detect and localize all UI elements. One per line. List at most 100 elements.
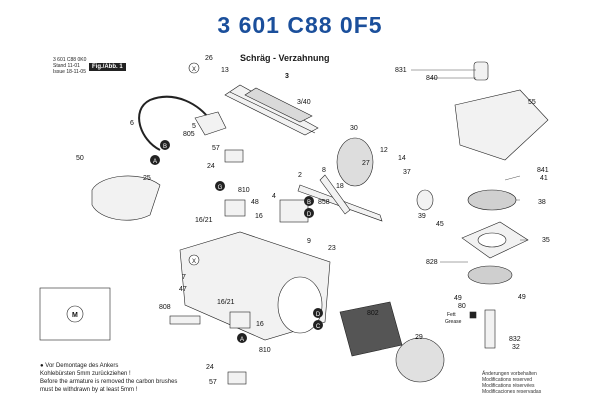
rights-fr: Modifications réservées — [482, 383, 535, 389]
plug-part — [194, 111, 227, 136]
callout-38: 38 — [538, 199, 546, 206]
svg-text:X: X — [192, 259, 196, 265]
modifications-reserved: Änderungen vorbehalten Modifications res… — [482, 371, 541, 395]
marker-g: G — [215, 181, 225, 191]
motor-symbol-label: M — [72, 312, 78, 319]
grease-label-en: Grease — [445, 319, 462, 325]
marker-x2: X — [188, 254, 200, 266]
callout-2: 2 — [298, 172, 302, 179]
svg-text:G: G — [218, 185, 223, 191]
callout-802: 802 — [367, 310, 379, 317]
svg-text:X: X — [192, 67, 196, 73]
callout-25: 25 — [143, 175, 151, 182]
stand-row: Stand 11-01 — [53, 63, 80, 69]
brush-cover-part — [91, 175, 161, 221]
issue-row: Issue 18-11-05 — [53, 69, 86, 75]
callout-7: 7 — [182, 274, 186, 281]
svg-text:D: D — [307, 212, 312, 218]
bearing-flange-part — [395, 337, 445, 383]
callout-47: 47 — [179, 286, 187, 293]
callout-37: 37 — [403, 169, 411, 176]
callout-26: 26 — [205, 55, 213, 62]
callout-32: 32 — [512, 344, 520, 351]
note-de-1: ● Vor Demontage des Ankers — [40, 363, 119, 369]
callout-24b: 24 — [206, 364, 214, 371]
callout-41: 41 — [540, 175, 548, 182]
armature-part — [224, 84, 319, 136]
callout-16-21b: 16/21 — [217, 299, 235, 306]
drawing-meta: 3 601 C88 0K0 Stand 11-01 Issue 18-11-05 — [53, 57, 86, 75]
callout-5: 5 — [192, 123, 196, 130]
rights-es: Modificaciones reservadas — [482, 389, 542, 395]
note-en-1: Before the armature is removed the carbo… — [40, 379, 178, 385]
field-coil-part — [339, 301, 403, 357]
callout-23: 23 — [328, 245, 336, 252]
diagram-subtitle: Schräg - Verzahnung — [240, 53, 330, 63]
callout-24a: 24 — [207, 163, 215, 170]
callout-4: 4 — [272, 193, 276, 200]
callout-27: 27 — [362, 160, 370, 167]
callout-808: 808 — [159, 304, 171, 311]
marker-c: C — [313, 320, 323, 330]
callout-12: 12 — [380, 147, 388, 154]
marker-d: D — [304, 208, 314, 218]
gear-head-part — [454, 89, 549, 161]
marker-a2: A — [237, 333, 247, 343]
callout-14: 14 — [398, 155, 406, 162]
callout-6: 6 — [130, 120, 134, 127]
marker-a1: A — [150, 155, 160, 165]
assembly-markers: X B A G B D X D C A — [150, 62, 323, 343]
callout-13: 13 — [221, 67, 229, 74]
callout-828: 828 — [426, 259, 438, 266]
callout-29: 29 — [415, 334, 423, 341]
figure-label: Fig./Abb. 1 — [89, 63, 126, 71]
connector-part — [416, 189, 434, 211]
callout-810a: 810 — [238, 187, 250, 194]
grease-label-de: Fett — [447, 312, 456, 318]
callout-16-21a: 16/21 — [195, 217, 213, 224]
spindle-flange-part — [467, 265, 513, 285]
callout-16b: 16 — [256, 321, 264, 328]
disassembly-note: ● Vor Demontage des Ankers Kohlebürsten … — [40, 362, 177, 394]
marker-b2: B — [304, 196, 314, 206]
note-en-2: must be withdrawn by at least 5mm ! — [40, 387, 138, 393]
marker-b1: B — [160, 140, 170, 150]
callout-labels: 26 13 3 3/40 6 5 805 50 57 24 25 810 48 … — [72, 55, 550, 386]
callout-55: 55 — [528, 99, 536, 106]
svg-text:A: A — [153, 159, 157, 165]
part-number-title: 3 601 C88 0F5 — [217, 12, 383, 38]
callout-3: 3 — [285, 73, 289, 80]
rights-de: Änderungen vorbehalten — [482, 371, 537, 377]
marker-d2: D — [313, 308, 323, 318]
callout-57b: 57 — [209, 379, 217, 386]
power-cord — [138, 95, 211, 151]
callout-39: 39 — [418, 213, 426, 220]
drawing-code: 3 601 C88 0K0 — [53, 57, 87, 63]
rights-en: Modifications reserved — [482, 377, 533, 383]
crown-gear-part — [467, 189, 517, 211]
callout-3-40: 3/40 — [297, 99, 311, 106]
callout-49a: 49 — [454, 295, 462, 302]
callout-16a: 16 — [255, 213, 263, 220]
lever-part — [319, 174, 351, 215]
fan-part — [336, 137, 374, 187]
callout-831: 831 — [395, 67, 407, 74]
callout-841: 841 — [537, 167, 549, 174]
callout-18: 18 — [336, 183, 344, 190]
callout-832: 832 — [509, 336, 521, 343]
callout-80: 80 — [458, 303, 466, 310]
marker-x1: X — [188, 62, 200, 74]
callout-8: 8 — [322, 167, 326, 174]
brush-holder-lower — [229, 311, 251, 329]
switch-part — [279, 199, 309, 223]
brush-holder-upper — [224, 199, 246, 217]
callout-30: 30 — [350, 125, 358, 132]
leader-lines — [411, 69, 528, 263]
note-de-2: Kohlebürsten 5mm zurückziehen ! — [40, 371, 131, 377]
callout-57a: 57 — [212, 145, 220, 152]
grease-dot — [469, 311, 477, 319]
callout-840: 840 — [426, 75, 438, 82]
svg-text:B: B — [163, 144, 167, 150]
callout-805: 805 — [183, 131, 195, 138]
